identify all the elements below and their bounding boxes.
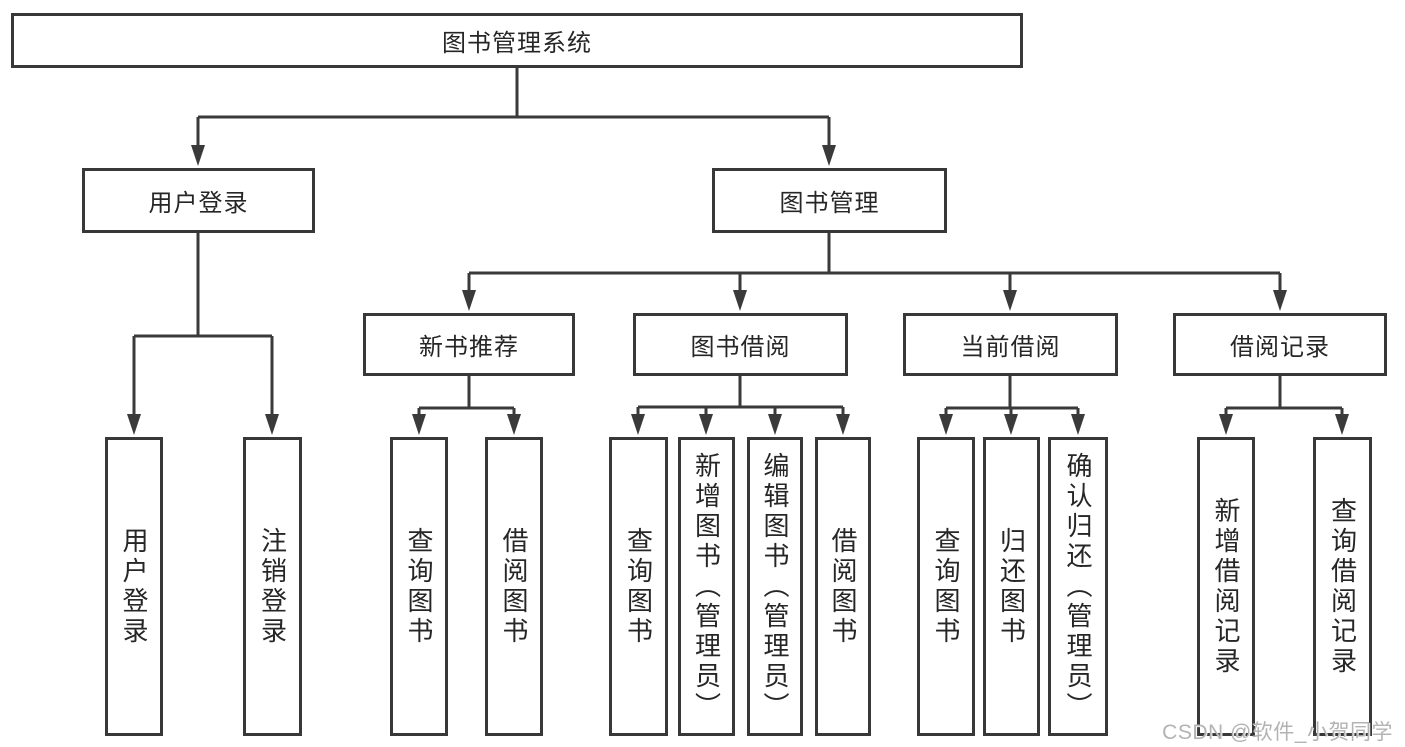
node-book-borrow: 图书借阅 — [633, 313, 848, 376]
connector-new-books-to-leaves — [417, 376, 516, 419]
leaf-edit-books-admin: 编辑图书（管理员） — [747, 437, 803, 736]
arrowheads-level2 — [191, 145, 836, 166]
leaf-logout: 注销登录 — [243, 437, 302, 736]
arrowheads-current-borrow — [939, 414, 1085, 435]
leaf-borrow-books-1: 借阅图书 — [485, 437, 543, 736]
connector-borrow-records-to-leaves — [1224, 376, 1344, 419]
arrowheads-borrow-records — [1219, 414, 1349, 435]
leaf-query-borrow-record: 查询借阅记录 — [1313, 437, 1372, 736]
arrowheads-level3 — [462, 290, 1287, 311]
node-book-management: 图书管理 — [712, 168, 947, 233]
arrowheads-new-books — [412, 414, 521, 435]
connector-root-to-level2 — [196, 68, 831, 150]
leaf-query-books-1: 查询图书 — [390, 437, 448, 736]
connector-book-mgmt-to-level3 — [467, 233, 1282, 295]
node-borrow-records: 借阅记录 — [1173, 313, 1387, 376]
leaf-borrow-books-2: 借阅图书 — [815, 437, 871, 736]
leaf-query-books-2: 查询图书 — [609, 437, 668, 736]
leaf-query-books-3: 查询图书 — [917, 437, 975, 736]
connector-user-login-to-leaves — [132, 233, 274, 419]
node-library-system: 图书管理系统 — [11, 13, 1023, 68]
csdn-watermark: CSDN @软件_小贺同学 — [1162, 721, 1393, 744]
leaf-return-books: 归还图书 — [983, 437, 1040, 736]
leaf-add-books-admin: 新增图书（管理员） — [678, 437, 735, 736]
connector-book-borrow-to-leaves — [636, 376, 845, 419]
leaf-user-login: 用户登录 — [105, 437, 163, 736]
node-new-book-recommend: 新书推荐 — [363, 313, 575, 376]
connector-current-borrow-to-leaves — [944, 376, 1080, 419]
leaf-add-borrow-record: 新增借阅记录 — [1197, 437, 1255, 736]
arrowheads-user-login — [127, 414, 279, 435]
node-current-borrow: 当前借阅 — [903, 313, 1118, 376]
node-user-login: 用户登录 — [82, 168, 315, 233]
arrowheads-book-borrow — [631, 414, 850, 435]
leaf-confirm-return-admin: 确认归还（管理员） — [1048, 437, 1108, 736]
